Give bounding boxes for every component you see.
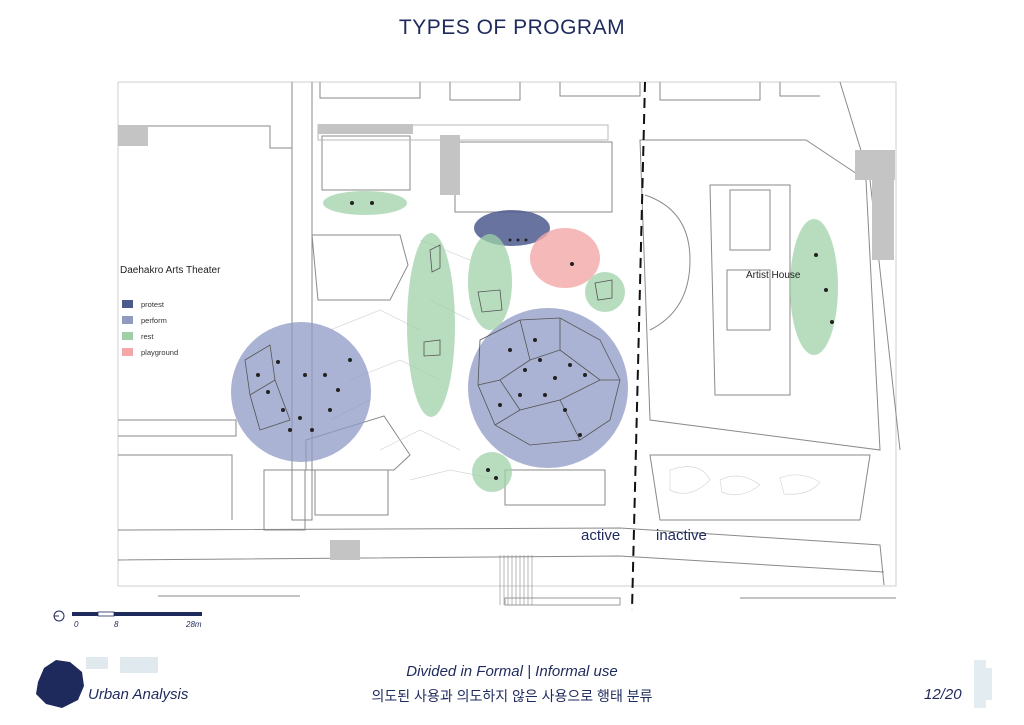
inactive-label: inactive bbox=[656, 527, 707, 544]
people-dots bbox=[256, 201, 834, 480]
legend-item-playground: playground bbox=[122, 344, 178, 360]
corner-decoration-icon bbox=[974, 660, 992, 708]
legend-swatch bbox=[122, 316, 133, 324]
legend-label: playground bbox=[141, 347, 179, 357]
scale-label-28: 28m bbox=[186, 620, 202, 629]
legend-item-rest: rest bbox=[122, 328, 178, 344]
legend-swatch bbox=[122, 348, 133, 356]
logo-mark-icon bbox=[36, 657, 158, 708]
site-plan-linework bbox=[117, 81, 901, 606]
legend-swatch bbox=[122, 300, 133, 308]
building-hatch bbox=[118, 124, 895, 560]
rest-zone-artist-house bbox=[790, 219, 838, 355]
rest-zone-center bbox=[468, 234, 512, 330]
legend-item-protest: protest bbox=[122, 296, 178, 312]
artist-house-label: Artist House bbox=[746, 270, 801, 281]
page-number: 12/20 bbox=[924, 686, 962, 703]
active-label: active bbox=[581, 527, 621, 544]
active-inactive-divider bbox=[631, 81, 646, 611]
theater-label: Daehakro Arts Theater bbox=[120, 265, 221, 276]
scale-label-0: 0 bbox=[74, 620, 79, 629]
legend-label: perform bbox=[141, 315, 167, 325]
legend-label: rest bbox=[141, 331, 154, 341]
legend-swatch bbox=[122, 332, 133, 340]
legend-item-perform: perform bbox=[122, 312, 178, 328]
rest-zone-strip bbox=[407, 233, 455, 417]
plaza-cells bbox=[244, 244, 621, 446]
perform-zone-theater bbox=[231, 322, 371, 462]
rest-zone-south bbox=[472, 452, 512, 492]
perform-zone-plaza bbox=[468, 308, 628, 468]
footer-caption-en: Divided in Formal | Informal use bbox=[406, 663, 618, 680]
scale-bar bbox=[53, 610, 202, 622]
legend: protest perform rest playground bbox=[122, 296, 178, 360]
stairs-hatch bbox=[499, 555, 533, 605]
footer-caption-ko: 의도된 사용과 의도하지 않은 사용으로 행태 분류 bbox=[371, 688, 653, 704]
program-zones bbox=[231, 191, 838, 492]
scale-label-8: 8 bbox=[114, 620, 119, 629]
page-title: TYPES OF PROGRAM bbox=[398, 16, 626, 39]
rest-zone-small bbox=[585, 272, 625, 312]
footer-section: Urban Analysis bbox=[88, 686, 189, 703]
rest-zone-north bbox=[323, 191, 407, 215]
legend-label: protest bbox=[141, 299, 164, 309]
playground-zone bbox=[530, 228, 600, 288]
